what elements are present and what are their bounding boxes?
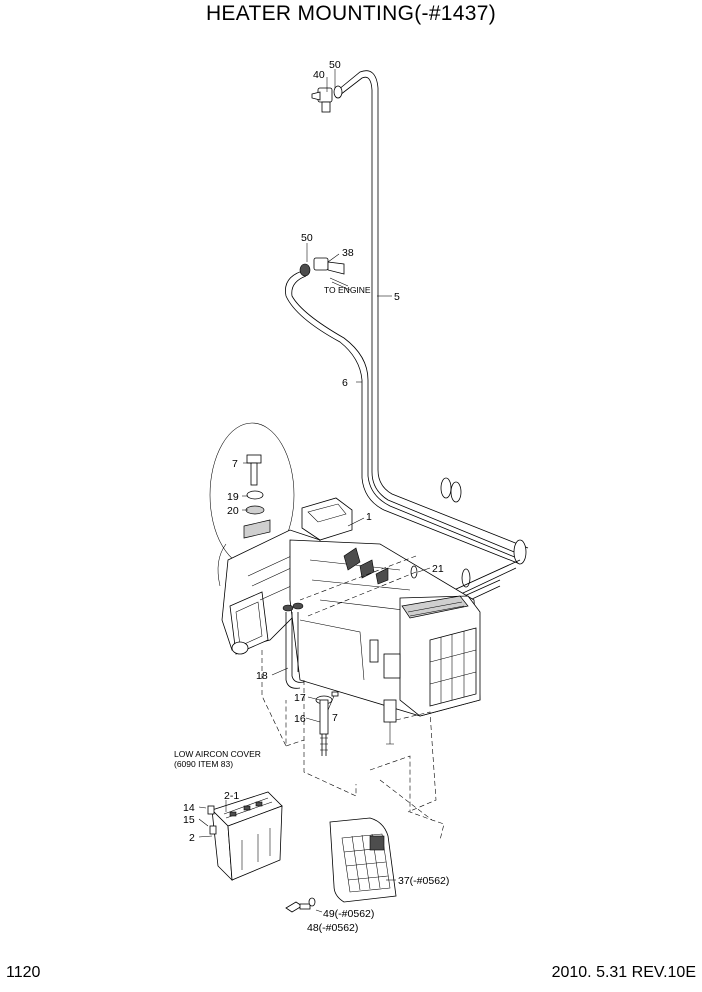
- bolt-inset: [209, 422, 295, 587]
- callout-38: 38: [342, 247, 354, 259]
- revision-date: 2010. 5.31 REV.10E: [551, 964, 696, 981]
- valve-40: [311, 85, 343, 113]
- low-cover-note-line1: LOW AIRCON COVER: [174, 749, 261, 759]
- callout-6: 6: [342, 377, 348, 389]
- callout-20: 20: [227, 505, 239, 517]
- cover-37: [329, 817, 397, 903]
- hose-5: [337, 70, 529, 557]
- hose-clamps: [440, 477, 527, 588]
- control-panel-2: [207, 791, 283, 882]
- callout-14: 14: [183, 802, 195, 814]
- callout-15: 15: [183, 814, 195, 826]
- callout-7-drain: 7: [332, 712, 338, 724]
- screw-48-49: [285, 897, 316, 913]
- drain-hose-16: [315, 691, 339, 756]
- callout-50-lower: 50: [301, 232, 313, 244]
- heater-unit: [221, 497, 481, 745]
- callout-19: 19: [227, 491, 239, 503]
- callout-2-1: 2-1: [224, 790, 239, 802]
- low-aircon-cover-outline: [261, 650, 445, 841]
- callout-7-bolt: 7: [232, 458, 238, 470]
- callout-5: 5: [394, 291, 400, 303]
- callout-18: 18: [256, 670, 268, 682]
- leader-lines-dashed: [299, 555, 417, 617]
- callout-50-top: 50: [329, 59, 341, 71]
- leader-lines: [198, 69, 431, 913]
- page-title: HEATER MOUNTING(-#1437): [205, 2, 497, 25]
- callout-48: 48(-#0562): [307, 922, 358, 934]
- low-cover-note-line2: (6090 ITEM 83): [174, 759, 233, 769]
- hose-6: [285, 269, 523, 565]
- page-number: 1120: [6, 964, 41, 981]
- callout-17: 17: [294, 692, 306, 704]
- callout-16: 16: [294, 713, 306, 725]
- to-engine-note: TO ENGINE: [324, 285, 371, 295]
- callout-21: 21: [432, 563, 444, 575]
- callout-49: 49(-#0562): [323, 908, 374, 920]
- callout-37: 37(-#0562): [398, 875, 449, 887]
- callout-2: 2: [189, 832, 195, 844]
- callout-40: 40: [313, 69, 325, 81]
- callout-1: 1: [366, 511, 372, 523]
- valve-38: [299, 257, 351, 291]
